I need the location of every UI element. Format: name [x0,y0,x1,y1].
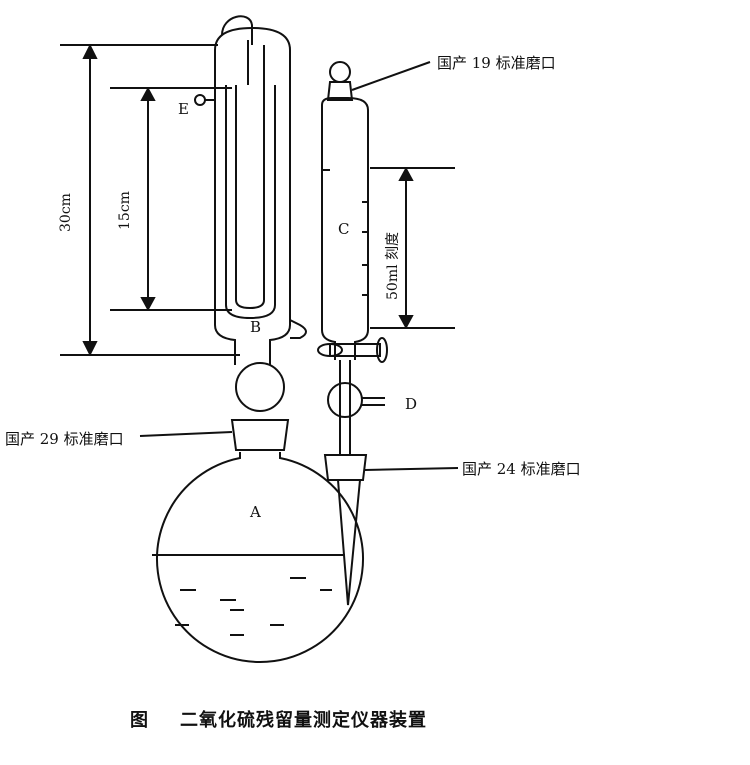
leader-lines [139,61,459,471]
dimension-50ml [370,166,455,330]
condenser-b [194,15,307,451]
label-joint-19: 国产 19 标准磨口 [437,54,556,72]
caption-title: 二氧化硫残留量测定仪器装置 [180,710,427,731]
dimension-30cm [60,43,240,357]
flask-a [152,452,364,664]
label-30cm: 30cm [58,193,74,232]
label-c: C [338,220,350,238]
label-b: B [250,318,262,336]
label-a: A [250,503,261,521]
burette-c [317,61,388,606]
caption-prefix: 图 [130,710,149,731]
label-d: D [405,395,418,413]
label-15cm: 15cm [117,191,133,230]
label-50ml: 50ml 刻度 [385,231,401,300]
label-e: E [178,100,189,118]
label-joint-24: 国产 24 标准磨口 [462,460,581,478]
label-joint-29: 国产 29 标准磨口 [5,430,124,448]
dimension-15cm [110,86,232,312]
